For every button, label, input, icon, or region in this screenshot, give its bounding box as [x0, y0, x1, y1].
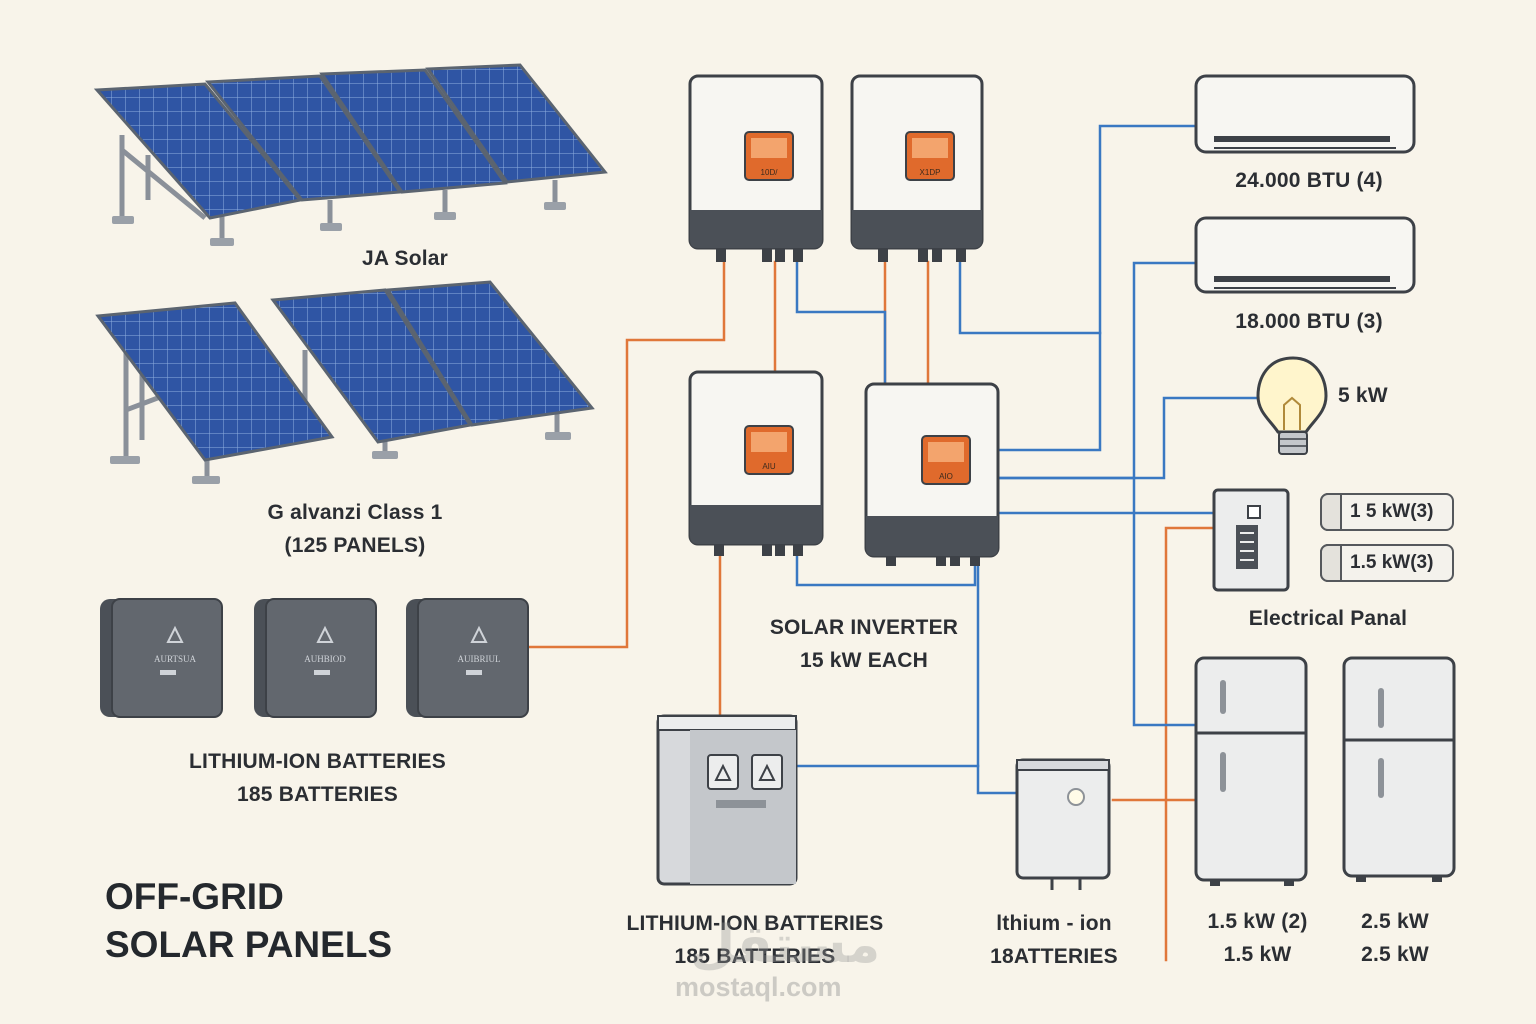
- label-inverter: SOLAR INVERTER 15 kW EACH: [748, 612, 980, 677]
- ac-wire-battery-heater: [795, 764, 1019, 795]
- label-electrical-panel: Electrical Panal: [1248, 607, 1408, 630]
- ac-wire-inverter-2: [958, 260, 1102, 335]
- ac-wire-inverter-1: [795, 260, 887, 387]
- breaker-cap: [1320, 493, 1342, 531]
- label-fridge-1-line-1: 1.5 kW (2): [1207, 910, 1308, 933]
- watermark-arabic: مستقل: [690, 915, 881, 975]
- battery-brand-2: AUHBIOD: [304, 654, 346, 664]
- panel-load-1: 1 5 kW(3): [1320, 493, 1454, 531]
- battery-icon: [406, 598, 529, 718]
- ac-wire-fridge: [1132, 476, 1198, 727]
- inverter-2: X1DP: [850, 74, 984, 262]
- breaker-cap: [1320, 544, 1342, 582]
- light-bulb-icon: [1256, 356, 1328, 455]
- label-galvanized: G alvanzi Class 1 (125 PANELS): [230, 497, 480, 562]
- label-batteries-left: LITHIUM-ION BATTERIES 185 BATTERIES: [160, 746, 475, 811]
- inverter-1-display: 10D/: [761, 168, 779, 177]
- diagram-title-line-1: OFF-GRID: [105, 876, 284, 917]
- label-inverter-line-1: SOLAR INVERTER: [769, 616, 959, 639]
- diagram-title-line-2: SOLAR PANELS: [105, 924, 393, 966]
- inverter-2-display: X1DP: [920, 168, 941, 177]
- watermark-latin: mostaql.com: [675, 972, 842, 1002]
- label-fridge-2-line-2: 2.5 kW: [1361, 942, 1429, 966]
- water-heater-icon: [1015, 758, 1111, 880]
- label-batteries-bottom-line-2: 185 BATTERIES: [674, 944, 836, 968]
- label-fridge-2: 2.5 kW 2.5 kW: [1340, 906, 1450, 971]
- dc-wiring: [523, 260, 1216, 962]
- panel-load-1-text: 1 5 kW(3): [1350, 501, 1434, 522]
- solar-panel-icon: [270, 288, 473, 444]
- solar-panel-icon: [93, 82, 303, 220]
- inverter-3: AIU: [688, 370, 824, 556]
- label-ac-24000: 24.000 BTU (4): [1235, 169, 1383, 192]
- battery-bank-left: AURTSUA AUHBIOD AUIBRIUL: [100, 598, 529, 718]
- air-conditioner-icon: [1194, 74, 1416, 154]
- battery-icon: [100, 598, 223, 718]
- ac-wire-inverter-bridge: [795, 551, 977, 587]
- dc-wire-batteries-inverter: [523, 260, 726, 649]
- battery-brand-1: AURTSUA: [154, 654, 196, 664]
- inverter-4-display: AIO: [939, 472, 953, 481]
- inverter-1: 10D/: [688, 74, 824, 262]
- label-heater-line-2: 18ATTERIES: [990, 944, 1118, 968]
- inverter-4: AIO: [864, 382, 1000, 566]
- refrigerator-icon: [1342, 656, 1456, 878]
- refrigerator-2: [1342, 656, 1456, 882]
- inverter-3-display: AIU: [762, 462, 776, 471]
- label-batteries-left-line-2: 185 BATTERIES: [237, 782, 398, 806]
- label-ac-18000: 18.000 BTU (3): [1235, 310, 1383, 333]
- water-heater: [1015, 758, 1111, 890]
- label-fridge-1-line-2: 1.5 kW: [1223, 942, 1292, 966]
- battery-brand-3: AUIBRIUL: [458, 654, 501, 664]
- panel-load-2-text: 1.5 kW(3): [1350, 552, 1434, 573]
- label-galvanized-line-1: G alvanzi Class 1: [267, 501, 443, 524]
- ac-wire-ac-unit-1: [996, 124, 1198, 452]
- battery-cabinet: [656, 714, 798, 886]
- label-batteries-bottom: LITHIUM-ION BATTERIES 185 BATTERIES: [600, 908, 910, 973]
- label-heater: lthium - ion 18ATTERIES: [968, 908, 1140, 973]
- label-fridge-2-line-1: 2.5 kW: [1361, 910, 1429, 933]
- label-fridge-1: 1.5 kW (2) 1.5 kW: [1190, 906, 1325, 971]
- panel-load-2: 1.5 kW(3): [1320, 544, 1454, 582]
- refrigerator-1: [1194, 656, 1308, 886]
- battery-icon: [254, 598, 377, 718]
- air-conditioner-1: [1194, 74, 1416, 154]
- electrical-panel-icon: [1212, 488, 1290, 592]
- solar-panel-icon: [95, 301, 335, 462]
- solar-panel-icon: [425, 63, 608, 184]
- dc-wire-panel: [1164, 526, 1216, 802]
- label-batteries-bottom-line-1: LITHIUM-ION BATTERIES: [626, 912, 884, 935]
- label-galvanized-line-2: (125 PANELS): [284, 533, 426, 557]
- ac-wire-light: [996, 396, 1264, 480]
- label-ja-solar: JA Solar: [361, 247, 449, 270]
- solar-panel-icon: [319, 68, 508, 194]
- solar-array-galvanized: [95, 280, 595, 484]
- solar-panel-icon: [385, 280, 595, 427]
- solar-array-ja: [93, 63, 608, 246]
- ac-wiring: [795, 124, 1264, 795]
- label-heater-line-1: lthium - ion: [996, 912, 1112, 935]
- label-light: 5 kW: [1338, 384, 1388, 407]
- refrigerator-icon: [1194, 656, 1308, 882]
- diagram-title: OFF-GRID SOLAR PANELS: [105, 873, 392, 969]
- label-batteries-left-line-1: LITHIUM-ION BATTERIES: [189, 750, 446, 773]
- label-inverter-line-2: 15 kW EACH: [799, 648, 929, 672]
- air-conditioner-2: [1194, 216, 1416, 294]
- air-conditioner-icon: [1194, 216, 1416, 294]
- solar-panel-icon: [205, 74, 403, 202]
